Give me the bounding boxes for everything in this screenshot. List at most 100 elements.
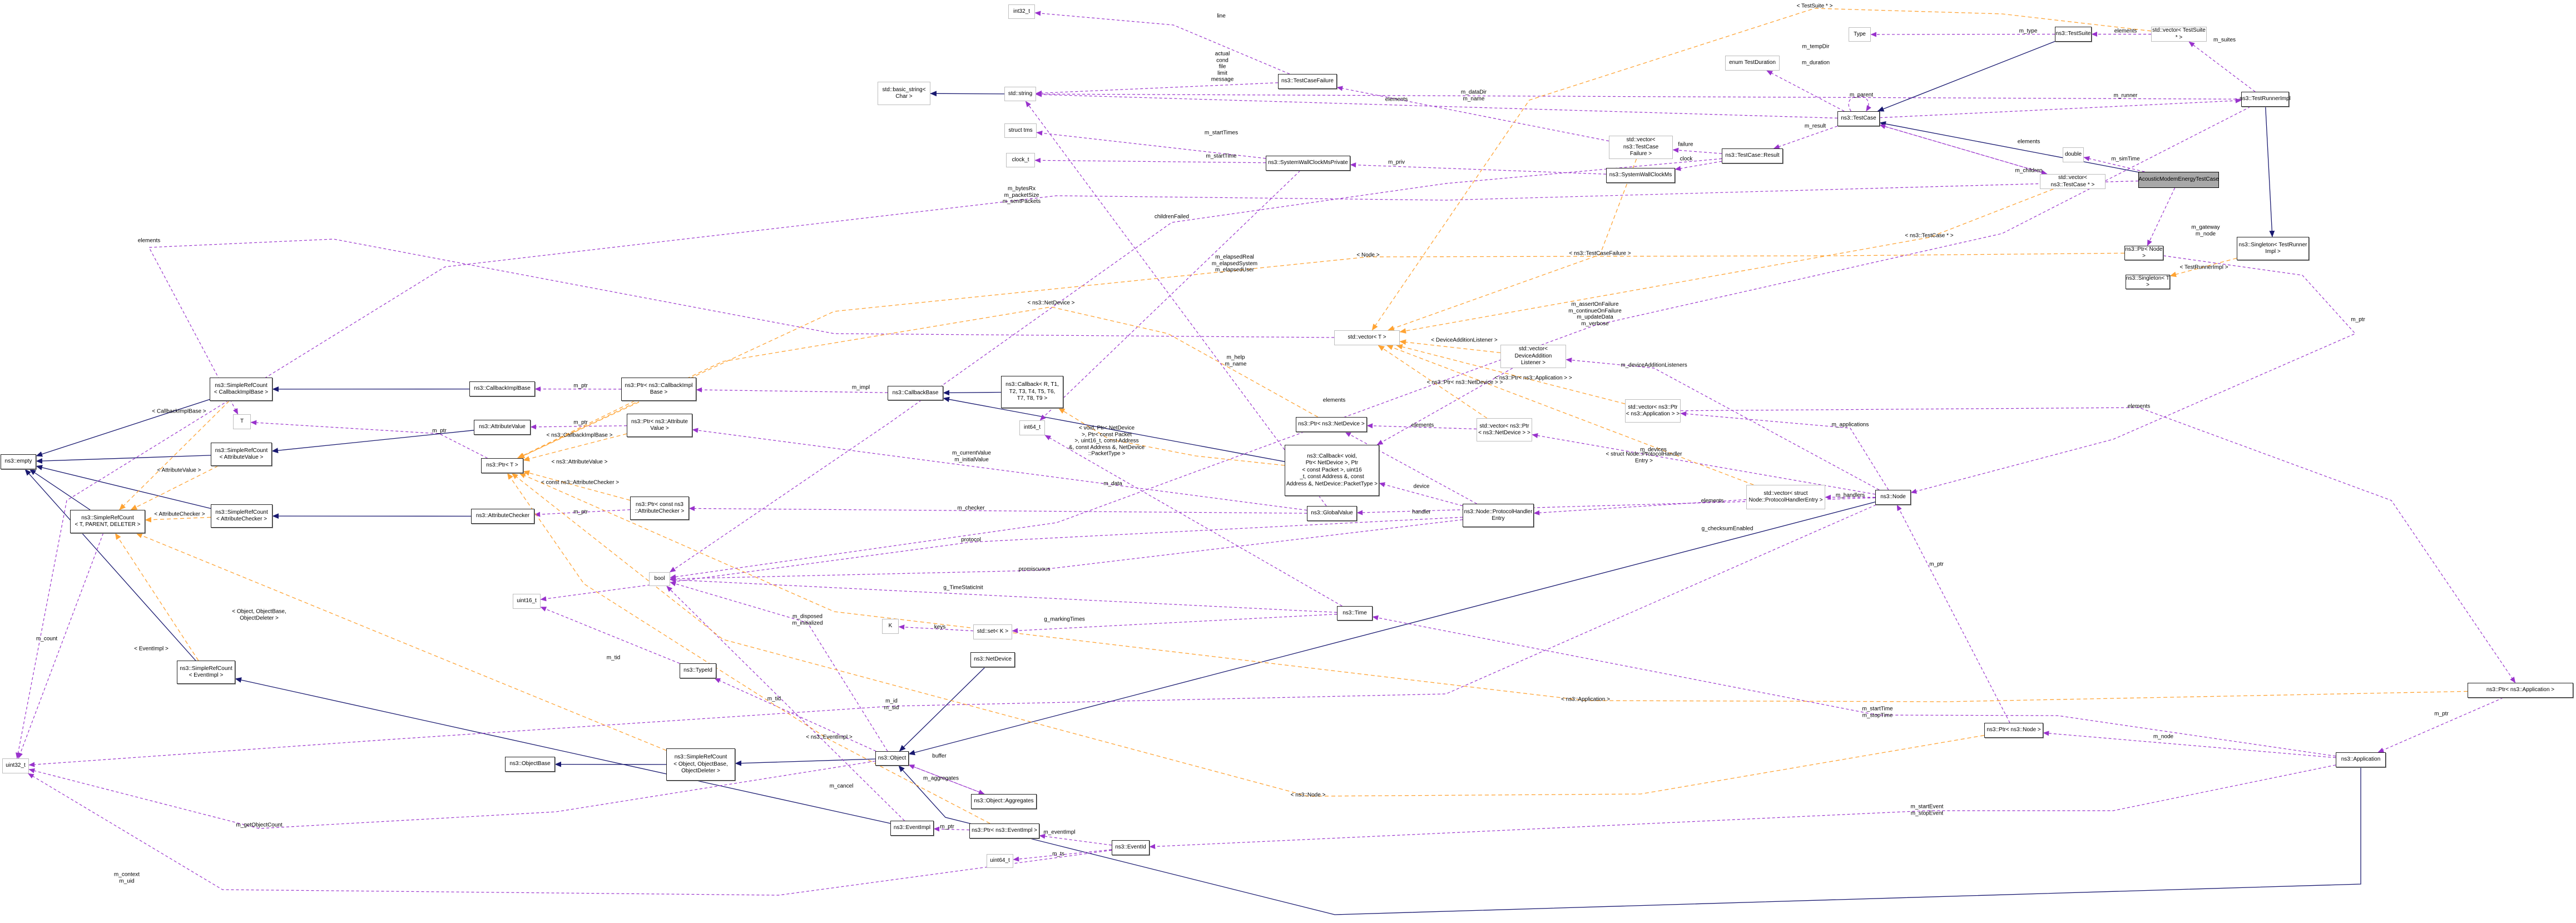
edge-Ptr_EI--EventImpl: [933, 826, 970, 832]
node-CallbackImplBase[interactable]: ns3::CallbackImplBase: [469, 381, 535, 396]
edge-TestRunnerImpl--Singleton_TRI: [2265, 106, 2275, 237]
edge-vector_PtrApp--Ptr_Application: [1680, 407, 2516, 683]
edge-SRC_TPD--empty: [29, 469, 91, 510]
edge-MAIN--Ptr_Node: [2147, 187, 2176, 246]
edge-MAIN--TestCase: [1879, 121, 2139, 173]
node-vector_PtrApp: std::vector< ns3::Ptr < ns3::Application…: [1625, 399, 1681, 423]
edge-Object--TypeId: [714, 678, 876, 752]
node-Ptr_EI[interactable]: ns3::Ptr< ns3::EventImpl >: [969, 823, 1039, 838]
edge-Ptr_cAC--AttributeChecker: [534, 509, 631, 517]
node-GlobalValue[interactable]: ns3::GlobalValue: [1307, 506, 1357, 521]
node-Object[interactable]: ns3::Object: [875, 751, 909, 766]
edge-Ptr_EI--Ptr_T: [507, 473, 990, 824]
node-vector_TestCaseFailure: std::vector< ns3::TestCase Failure >: [1609, 136, 1673, 159]
edge-SRC_EI--empty: [24, 469, 196, 661]
edge-TestCase--TestRunnerImpl: [1879, 98, 2242, 118]
node-Ptr_CIB[interactable]: ns3::Ptr< ns3::CallbackImpl Base >: [621, 378, 696, 401]
edge-EventId--Ptr_EI: [1039, 833, 1112, 846]
edge-vector_T--T_box: [148, 239, 1335, 415]
node-TypeId[interactable]: ns3::TypeId: [680, 663, 716, 678]
node-Ptr_ns3Node[interactable]: ns3::Ptr< ns3::Node >: [1984, 723, 2043, 738]
edge-MAIN--uint32_t: [16, 180, 2139, 759]
node-SRC_AC[interactable]: ns3::SimpleRefCount < AttributeChecker >: [211, 504, 273, 528]
node-Ptr_AV[interactable]: ns3::Ptr< ns3::Attribute Value >: [627, 414, 692, 437]
node-Callback_void[interactable]: ns3::Callback< void, Ptr< NetDevice >, P…: [1285, 445, 1379, 496]
node-AttributeChecker[interactable]: ns3::AttributeChecker: [471, 509, 534, 524]
node-Ptr_T[interactable]: ns3::Ptr< T >: [481, 458, 523, 473]
edge-TestCase--std_string: [1036, 92, 1838, 118]
edge-Node--uint32_t: [28, 504, 1876, 767]
edge-Ptr_ns3Node--Ptr_T: [511, 473, 1985, 797]
edge-TestCaseFailure--std_string: [1036, 82, 1279, 96]
node-PHE[interactable]: ns3::Node::ProtocolHandler Entry: [1463, 504, 1534, 527]
node-Aggregates[interactable]: ns3::Object::Aggregates: [971, 794, 1037, 809]
edge-PHE--Callback_void: [1379, 482, 1463, 507]
node-EventImpl[interactable]: ns3::EventImpl: [890, 821, 934, 836]
edge-Ptr_AV--Ptr_T: [523, 433, 627, 462]
node-CallbackBase[interactable]: ns3::CallbackBase: [888, 386, 943, 400]
edge-Ptr_AV--AttributeValue: [530, 424, 627, 430]
node-Node[interactable]: ns3::Node: [1875, 490, 1911, 505]
edge-vector_TestCaseFailure--TestCaseFailure: [1336, 86, 1609, 142]
node-TestSuite[interactable]: ns3::TestSuite: [2055, 27, 2092, 42]
edge-vector_DAL--Callback_void: [1376, 368, 1513, 445]
edge-vector_PtrND--Ptr_NetDevice: [1366, 423, 1477, 430]
node-SRC_TPD[interactable]: ns3::SimpleRefCount < T, PARENT, DELETER…: [70, 510, 145, 533]
edge-Time--int64_t: [1044, 435, 1343, 607]
node-T_box: T: [233, 414, 251, 429]
node-vector_DAL: std::vector< DeviceAddition Listener >: [1500, 345, 1566, 368]
node-AttributeValue[interactable]: ns3::AttributeValue: [474, 420, 531, 435]
edge-Object--uint32_t: [28, 761, 876, 829]
edge-Ptr_Application--Ptr_T: [519, 473, 2468, 702]
node-SysWallClockMsPrivate[interactable]: ns3::SystemWallClockMsPrivate: [1266, 156, 1350, 171]
edge-TestRunnerImpl--vector_TestSuitePtr: [2188, 41, 2256, 92]
node-SRC_AV[interactable]: ns3::SimpleRefCount < AttributeValue >: [211, 443, 272, 466]
edge-TestCase_Result--bool: [669, 158, 1722, 573]
node-enum_TestDuration: enum TestDuration: [1725, 56, 1780, 71]
node-TestCaseFailure[interactable]: ns3::TestCaseFailure: [1278, 74, 1337, 89]
edge-TestCaseFailure--int32_t: [1034, 11, 1290, 75]
node-Singleton_TRI[interactable]: ns3::Singleton< TestRunner Impl >: [2237, 237, 2309, 260]
node-Application[interactable]: ns3::Application: [2336, 752, 2386, 767]
edge-Application--Ptr_ns3Node: [2043, 731, 2336, 758]
node-SRC_Object[interactable]: ns3::SimpleRefCount < Object, ObjectBase…: [666, 748, 735, 781]
edge-TestSuite--Type: [1870, 32, 2055, 37]
node-ObjectBase[interactable]: ns3::ObjectBase: [505, 757, 555, 772]
node-Callback_R[interactable]: ns3::Callback< R, T1, T2, T3, T4, T5, T6…: [1001, 376, 1063, 408]
node-NetDevice[interactable]: ns3::NetDevice: [970, 652, 1015, 667]
node-Ptr_cAC[interactable]: ns3::Ptr< const ns3 ::AttributeChecker >: [630, 497, 689, 520]
node-EventId[interactable]: ns3::EventId: [1112, 840, 1150, 855]
node-Ptr_Node[interactable]: ns3::Ptr< Node >: [2124, 246, 2163, 260]
edge-SysWallClockMsPrivate--struct_tms: [1036, 130, 1266, 159]
edge-TestCase--TestCase_Result: [1773, 126, 1838, 149]
node-int32_t: int32_t: [1008, 4, 1035, 19]
node-Ptr_NetDevice[interactable]: ns3::Ptr< ns3::NetDevice >: [1296, 417, 1367, 432]
node-Singleton_T[interactable]: ns3::Singleton< T >: [2126, 275, 2170, 289]
edge-vector_TestCaseFailure--vector_T: [1388, 158, 1637, 331]
edge-SRC_AC--SRC_TPD: [145, 517, 211, 523]
edge-SRC_CIB--SRC_TPD: [119, 400, 230, 510]
node-SRC_EI[interactable]: ns3::SimpleRefCount < EventImpl >: [177, 661, 235, 684]
edge-NetDevice--Object: [899, 667, 985, 752]
edge-vector_PHE--PHE: [1533, 499, 1747, 515]
node-SRC_CIB[interactable]: ns3::SimpleRefCount < CallbackImplBase >: [210, 378, 273, 401]
edge-Ptr_Node--Node: [1910, 255, 2356, 494]
node-clock_t: clock_t: [1006, 153, 1035, 167]
node-int64_t: int64_t: [1019, 420, 1045, 435]
node-TestCase_Result[interactable]: ns3::TestCase::Result: [1722, 148, 1783, 163]
node-Time[interactable]: ns3::Time: [1337, 606, 1373, 621]
node-SystemWallClockMs[interactable]: ns3::SystemWallClockMs: [1606, 168, 1675, 183]
edge-Ptr_Application--Application: [2377, 697, 2504, 753]
node-Ptr_Application[interactable]: ns3::Ptr< ns3::Application >: [2468, 683, 2573, 698]
edge-PHE--bool: [670, 519, 1463, 582]
edge-TestCase--enum_TestDuration: [1766, 70, 1845, 112]
node-basic_string: std::basic_string< Char >: [878, 82, 930, 105]
edge-EventId--uint64_t: [1013, 849, 1112, 862]
node-set_K: std::set< K >: [973, 624, 1012, 639]
node-TestRunnerImpl[interactable]: ns3::TestRunnerImpl: [2240, 92, 2291, 107]
node-std_string: std::string: [1004, 87, 1036, 101]
node-TestCase[interactable]: ns3::TestCase: [1837, 111, 1880, 126]
node-empty[interactable]: ns3::empty: [1, 454, 36, 469]
edge-Time--set_K: [1012, 614, 1337, 633]
node-bool: bool: [649, 572, 670, 586]
